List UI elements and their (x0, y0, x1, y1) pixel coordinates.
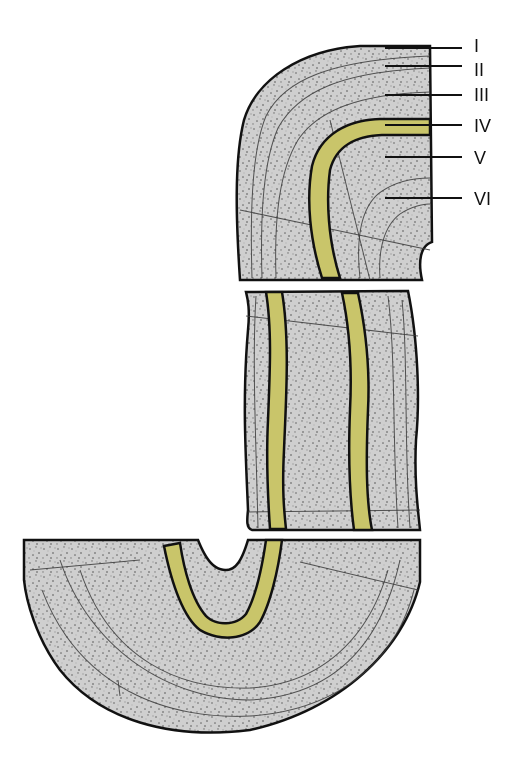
layer-label-ii: II (474, 60, 484, 80)
top-lamina-line (239, 209, 431, 251)
middle-lamina-line (401, 299, 411, 529)
bottom-lamina-line (117, 679, 121, 697)
layer-iv-band-middle-right (340, 291, 374, 532)
layer-iv-band-top (308, 117, 432, 280)
bottom-cortex-section (22, 538, 422, 734)
layer-iv-band-bottom (162, 538, 284, 639)
top-lamina-line (379, 203, 431, 279)
top-lamina-line (358, 177, 431, 279)
top-lamina-line (250, 55, 431, 279)
middle-lamina-line (253, 295, 259, 529)
layer-label-v: V (474, 148, 486, 168)
top-cortex-section (235, 44, 434, 282)
middle-lamina-line (387, 295, 399, 529)
bottom-lamina-line (29, 559, 141, 571)
layer-label-i: I (474, 36, 479, 56)
layer-iv-band-middle-left (264, 290, 289, 531)
layer-label-vi: VI (474, 189, 491, 209)
middle-cortex-section (243, 289, 422, 532)
middle-section-outline (243, 289, 422, 532)
bottom-lamina-line (59, 559, 401, 701)
bottom-lamina-line (41, 589, 415, 717)
bottom-lamina-line (299, 561, 419, 591)
top-lamina-line (275, 91, 431, 279)
bottom-lamina-line (79, 569, 389, 689)
top-lamina-line (261, 67, 431, 279)
layer-labels: I II III IV V VI (385, 36, 491, 209)
layer-label-iv: IV (474, 116, 491, 136)
top-section-outline (235, 44, 434, 282)
layer-label-iii: III (474, 85, 489, 105)
